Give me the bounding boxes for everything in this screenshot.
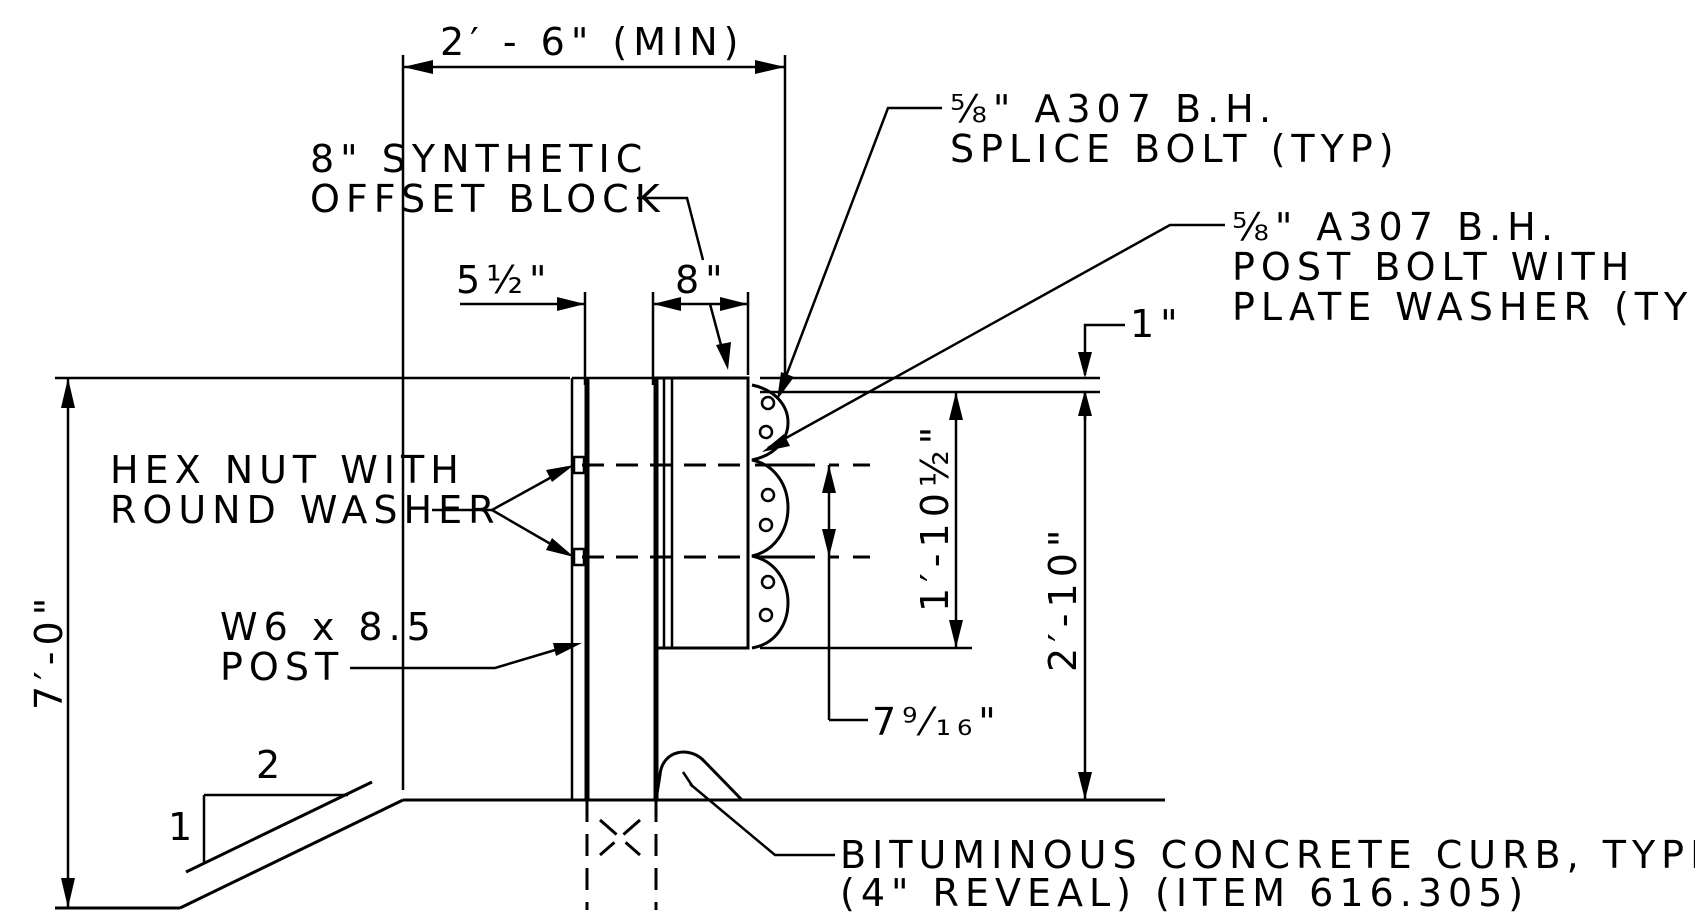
rail-top-lines	[55, 376, 1100, 394]
callout-hex-nut: HEX NUT WITH ROUND WASHER	[110, 448, 574, 557]
label-width-min: 2′ - 6" (MIN)	[440, 20, 744, 64]
dimension-1-inch: 1"	[1078, 302, 1184, 420]
label-post-line2: POST	[220, 645, 344, 689]
label-offset-block-line1: 8" SYNTHETIC	[310, 137, 648, 181]
callout-post-bolt: ⅝" A307 B.H. POST BOLT WITH PLATE WASHER…	[762, 205, 1695, 452]
label-offset-block-line2: OFFSET BLOCK	[310, 177, 666, 221]
offset-block	[654, 376, 750, 650]
callout-post: W6 x 8.5 POST	[220, 605, 582, 689]
dimension-width-min: 2′ - 6" (MIN)	[401, 20, 787, 790]
label-slope-run: 2	[256, 743, 286, 787]
label-post-line1: W6 x 8.5	[220, 605, 437, 649]
label-hex-nut-line2: ROUND WASHER	[110, 488, 501, 532]
callout-splice-bolt: ⅝" A307 B.H. SPLICE BOLT (TYP)	[777, 87, 1400, 400]
label-post-bolt-line1: ⅝" A307 B.H.	[1232, 205, 1559, 249]
dimension-7-9-16: 7⁹⁄₁₆"	[755, 463, 1002, 744]
label-hex-nut-line1: HEX NUT WITH	[110, 448, 465, 492]
label-dim-8: 8"	[675, 258, 729, 302]
dimension-post-and-block: 5½" 8"	[456, 258, 750, 385]
label-dim-5-5: 5½"	[456, 258, 553, 302]
label-curb-line1: BITUMINOUS CONCRETE CURB, TYPE A	[840, 833, 1695, 877]
label-curb-line2: (4" REVEAL) (ITEM 616.305)	[840, 871, 1529, 915]
label-dim-7-9-16: 7⁹⁄₁₆"	[872, 700, 1002, 744]
dimension-7-0: 7′-0"	[27, 378, 75, 908]
ground-profile: 2 1	[55, 743, 1165, 910]
label-post-bolt-line3: PLATE WASHER (TYP)	[1232, 285, 1695, 329]
label-splice-bolt-line1: ⅝" A307 B.H.	[950, 87, 1277, 131]
post-bolts	[572, 455, 748, 567]
label-dim-1: 1"	[1130, 302, 1184, 346]
w-beam-rail	[751, 383, 790, 650]
label-post-bolt-line2: POST BOLT WITH	[1232, 245, 1635, 289]
dimension-2-10: 2′-10"	[1041, 392, 1092, 800]
label-dim-1-10-5: 1′-10½"	[913, 421, 957, 612]
callout-curb: BITUMINOUS CONCRETE CURB, TYPE A (4" REV…	[689, 783, 1695, 915]
label-dim-2-10: 2′-10"	[1041, 524, 1085, 672]
label-splice-bolt-line2: SPLICE BOLT (TYP)	[950, 127, 1400, 171]
splice-bolt-icons	[758, 395, 776, 623]
dimension-1-10-5: 1′-10½"	[760, 392, 972, 650]
post-embedment	[585, 800, 658, 910]
label-slope-rise: 1	[168, 805, 198, 849]
callout-offset-block: 8" SYNTHETIC OFFSET BLOCK	[310, 137, 705, 261]
label-dim-7-0: 7′-0"	[27, 592, 71, 710]
